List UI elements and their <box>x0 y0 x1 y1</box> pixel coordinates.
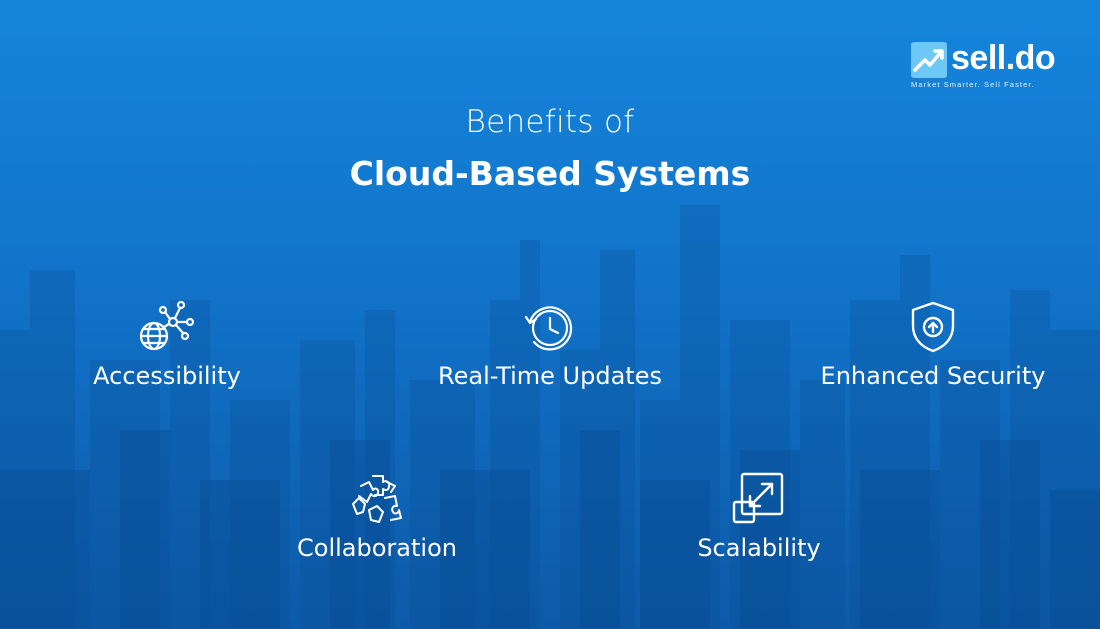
brand-tagline: Market Smarter. Sell Faster. <box>911 80 1035 89</box>
benefit-label-collaboration: Collaboration <box>297 534 457 562</box>
benefit-real-time-updates: Real-Time Updates <box>400 300 700 390</box>
resize-expand-icon <box>732 472 784 524</box>
benefit-accessibility: Accessibility <box>17 300 317 390</box>
benefit-enhanced-security: Enhanced Security <box>783 300 1083 390</box>
clock-refresh-icon <box>524 306 573 351</box>
heading-line-2: Cloud-Based Systems <box>349 154 751 193</box>
benefit-label-real-time-updates: Real-Time Updates <box>438 362 662 390</box>
benefit-label-scalability: Scalability <box>697 534 821 562</box>
sell-do-logo: sell.do Market Smarter. Sell Faster. <box>911 39 1061 92</box>
network-globe-icon <box>139 300 195 351</box>
trend-arrow-icon <box>911 42 947 78</box>
heading-line-1: Benefits of <box>465 104 635 140</box>
benefit-scalability: Scalability <box>609 472 909 562</box>
benefit-label-accessibility: Accessibility <box>93 362 241 390</box>
brand-name: sell.do <box>951 39 1056 77</box>
shield-arrow-icon <box>911 301 955 353</box>
puzzle-hands-icon <box>352 475 402 523</box>
benefit-label-enhanced-security: Enhanced Security <box>820 362 1046 390</box>
benefit-collaboration: Collaboration <box>227 472 527 562</box>
